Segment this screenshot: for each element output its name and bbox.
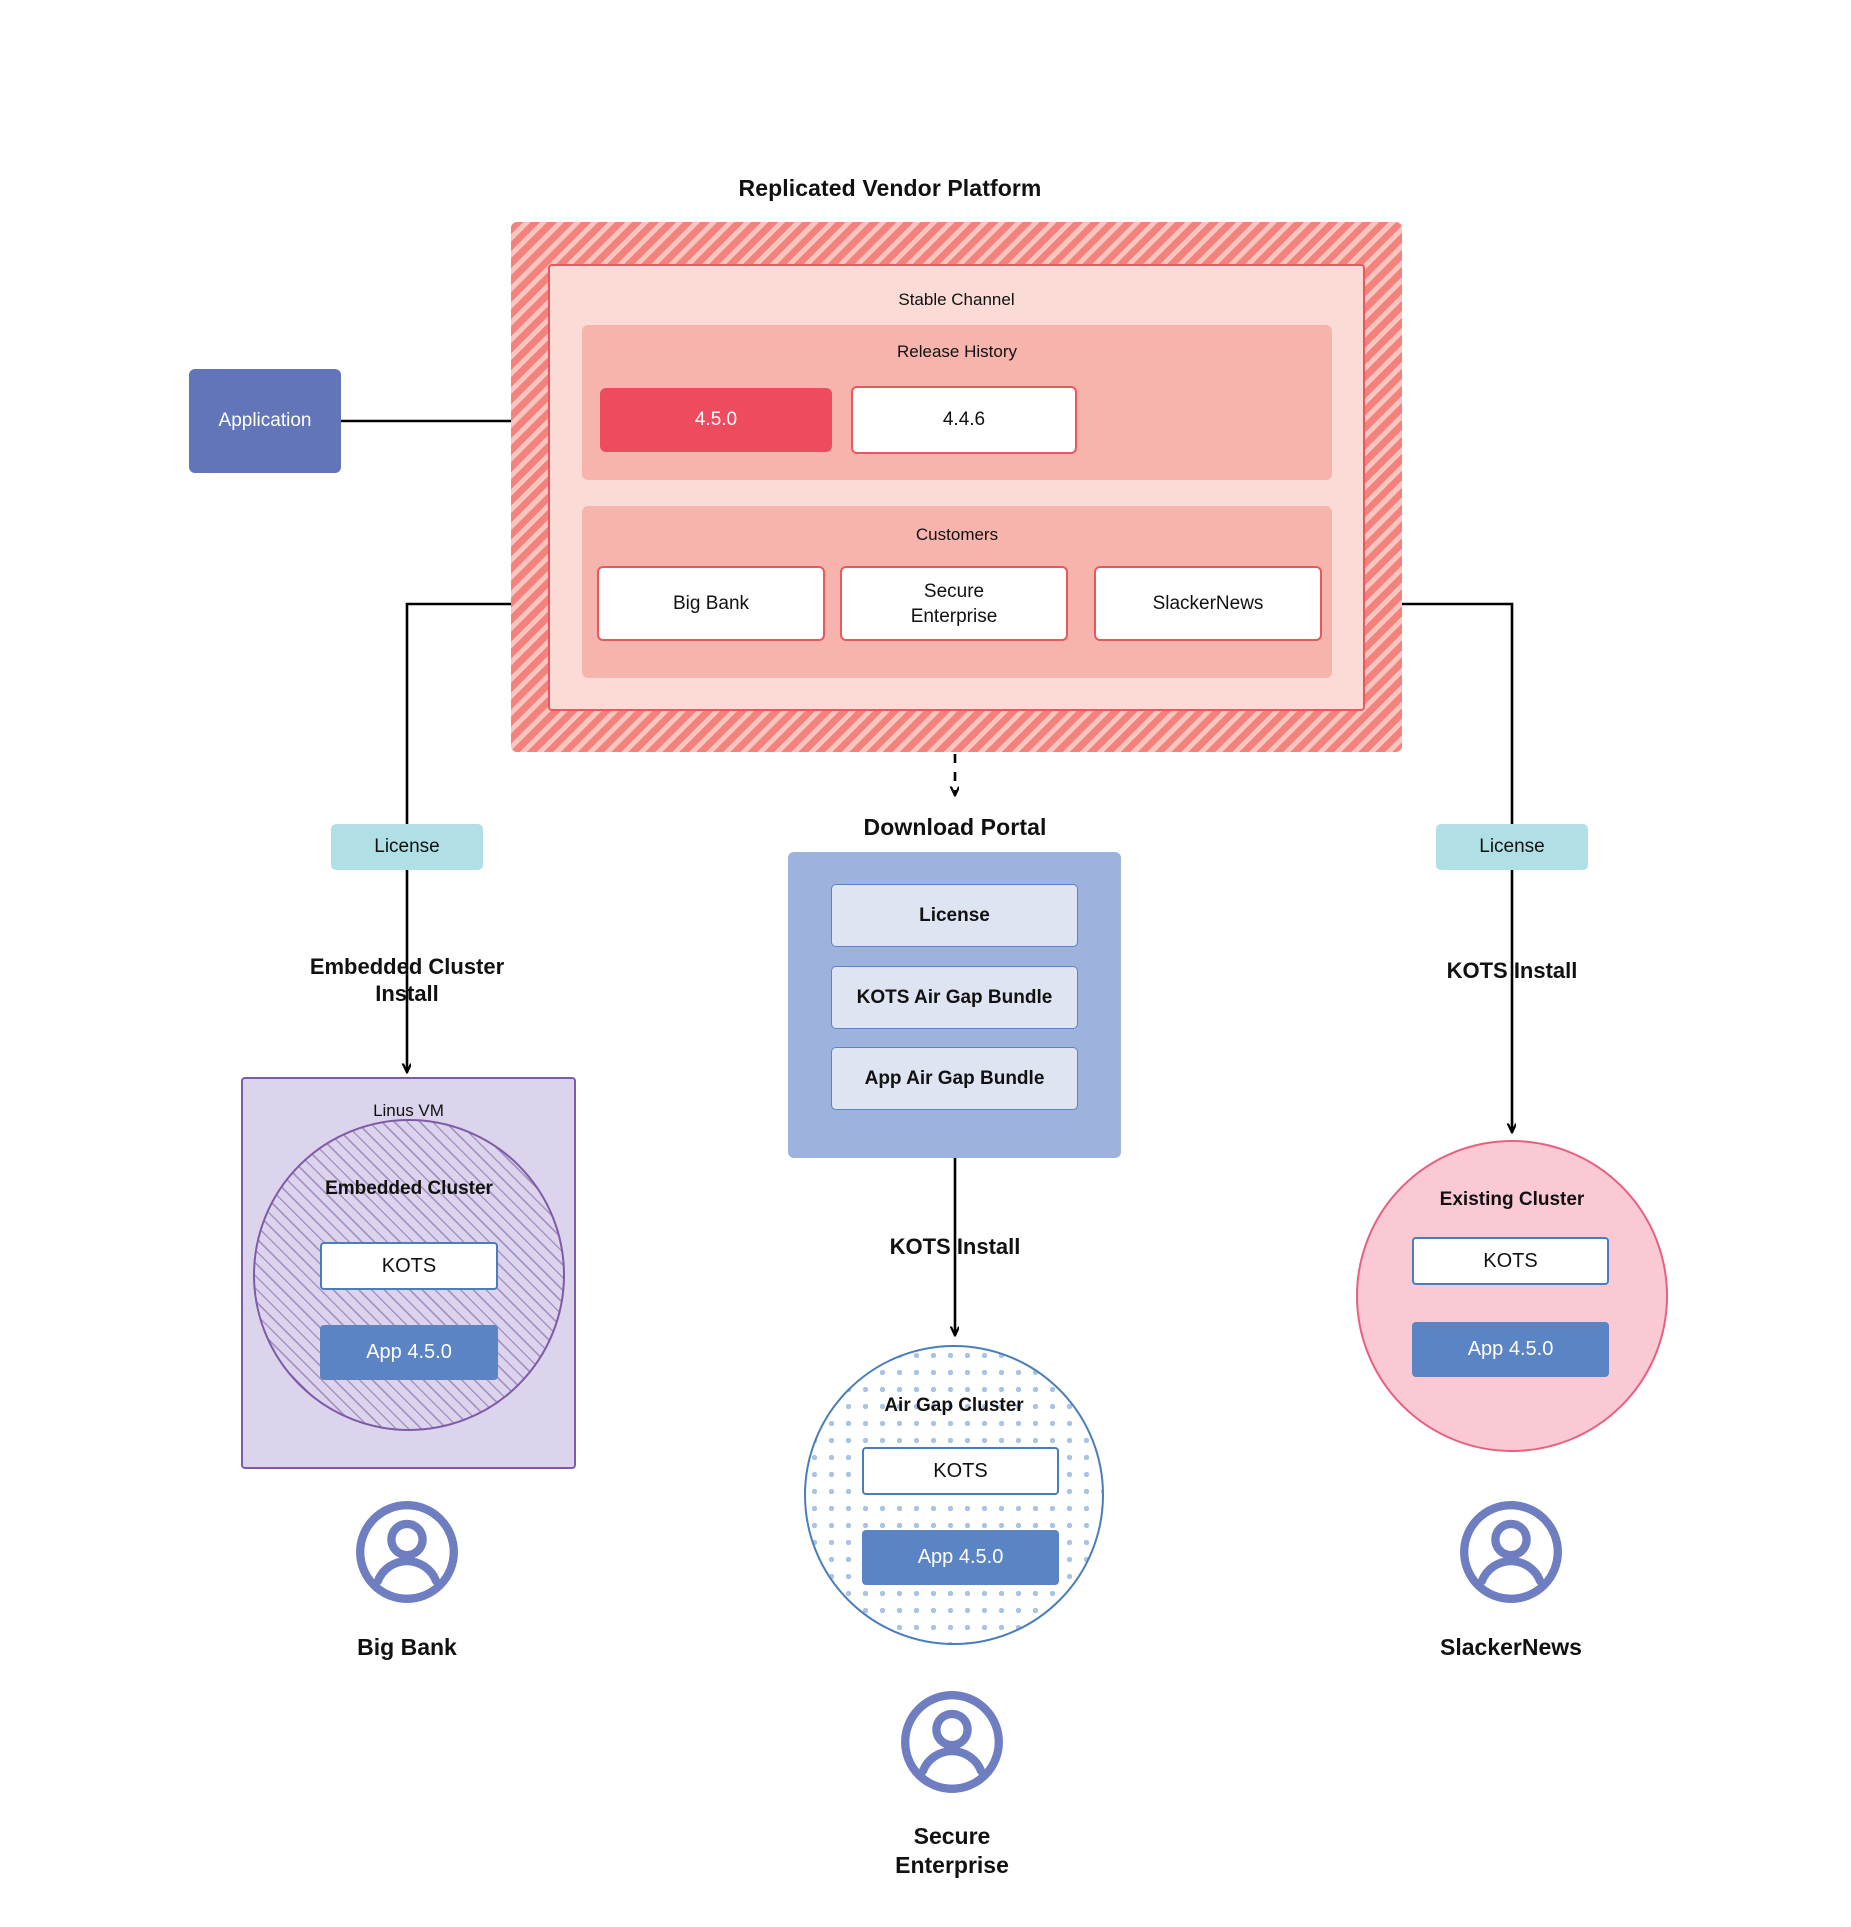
- portal-item-license[interactable]: License: [831, 884, 1078, 947]
- download-portal-title: Download Portal: [863, 813, 1047, 840]
- app-box-right[interactable]: App 4.5.0: [1412, 1322, 1609, 1377]
- customer-name-big-bank: Big Bank: [357, 1633, 457, 1660]
- release-item-previous[interactable]: 4.4.6: [851, 386, 1077, 454]
- customer-box-big-bank[interactable]: Big Bank: [597, 566, 825, 641]
- existing-cluster-label: Existing Cluster: [1439, 1189, 1585, 1210]
- flow-label-kots-install-right: KOTS Install: [1446, 957, 1578, 983]
- application-node[interactable]: Application: [189, 369, 341, 473]
- air-gap-cluster-label: Air Gap Cluster: [884, 1395, 1024, 1416]
- stable-channel-label: Stable Channel: [898, 290, 1015, 309]
- customer-box-secure-enterprise[interactable]: Secure Enterprise: [840, 566, 1068, 641]
- flow-label-embedded-cluster-install: Embedded Cluster Install: [309, 954, 505, 1006]
- customer-name-secure-enterprise: Secure Enterprise: [895, 1823, 1009, 1878]
- avatar-big-bank: [355, 1500, 459, 1604]
- kots-box-left[interactable]: KOTS: [320, 1242, 498, 1290]
- page-title: Replicated Vendor Platform: [738, 174, 1042, 201]
- kots-box-center[interactable]: KOTS: [862, 1447, 1059, 1495]
- flow-label-kots-install-center: KOTS Install: [889, 1233, 1021, 1259]
- customer-box-slackernews[interactable]: SlackerNews: [1094, 566, 1322, 641]
- app-box-center[interactable]: App 4.5.0: [862, 1530, 1059, 1585]
- portal-item-app-air-gap-bundle[interactable]: App Air Gap Bundle: [831, 1047, 1078, 1110]
- linux-vm-label: Linus VM: [373, 1101, 444, 1120]
- embedded-cluster-label: Embedded Cluster: [325, 1178, 493, 1199]
- portal-item-kots-air-gap-bundle[interactable]: KOTS Air Gap Bundle: [831, 966, 1078, 1029]
- customers-label: Customers: [915, 525, 999, 544]
- avatar-secure-enterprise: [900, 1690, 1004, 1794]
- license-chip-right[interactable]: License: [1436, 824, 1588, 870]
- air-gap-cluster-circle: Air Gap Cluster: [804, 1345, 1104, 1645]
- user-avatar-icon: [901, 1691, 1003, 1793]
- avatar-slackernews: [1459, 1500, 1563, 1604]
- customer-name-slackernews: SlackerNews: [1440, 1633, 1582, 1660]
- kots-box-right[interactable]: KOTS: [1412, 1237, 1609, 1285]
- existing-cluster-circle: Existing Cluster: [1356, 1140, 1668, 1452]
- user-avatar-icon: [1460, 1501, 1562, 1603]
- release-history-label: Release History: [897, 342, 1017, 361]
- release-item-current[interactable]: 4.5.0: [600, 388, 832, 452]
- app-box-left[interactable]: App 4.5.0: [320, 1325, 498, 1380]
- user-avatar-icon: [356, 1501, 458, 1603]
- license-chip-left[interactable]: License: [331, 824, 483, 870]
